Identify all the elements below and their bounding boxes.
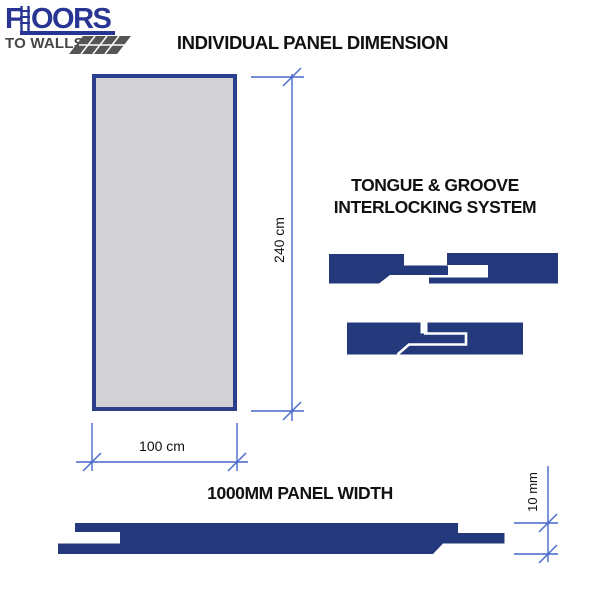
logo-text-to-walls: TO WALLS [5,35,84,52]
ladder-icon [20,6,30,31]
thickness-dimension-lines [514,466,558,564]
panel-width-label: 100 cm [139,438,185,454]
logo-text-oors: OORS [31,3,112,35]
tongue-piece-profile [329,254,448,284]
width-dimension-lines [76,423,248,472]
groove-piece-profile [429,253,558,284]
panel-front-view [92,74,237,411]
panel-thickness-label: 10 mm [525,472,540,512]
panel-height-label: 240 cm [271,217,287,263]
heading-individual-panel-dimension: INDIVIDUAL PANEL DIMENSION [176,32,449,53]
logo-text-f: F [5,3,23,35]
logo-underline [20,31,115,35]
panel-width-profile [58,523,505,554]
height-dimension-lines [251,67,304,421]
interlocked-profile [347,322,523,356]
heading-tongue-groove-line1: TONGUE & GROOVE [351,175,519,195]
floor-tiles-icon [69,36,131,54]
heading-tongue-groove-line2: INTERLOCKING SYSTEM [333,197,537,217]
floors-to-walls-logo: F OORS TO WALLS [5,3,135,56]
heading-1000mm-panel-width: 1000MM PANEL WIDTH [207,483,393,503]
